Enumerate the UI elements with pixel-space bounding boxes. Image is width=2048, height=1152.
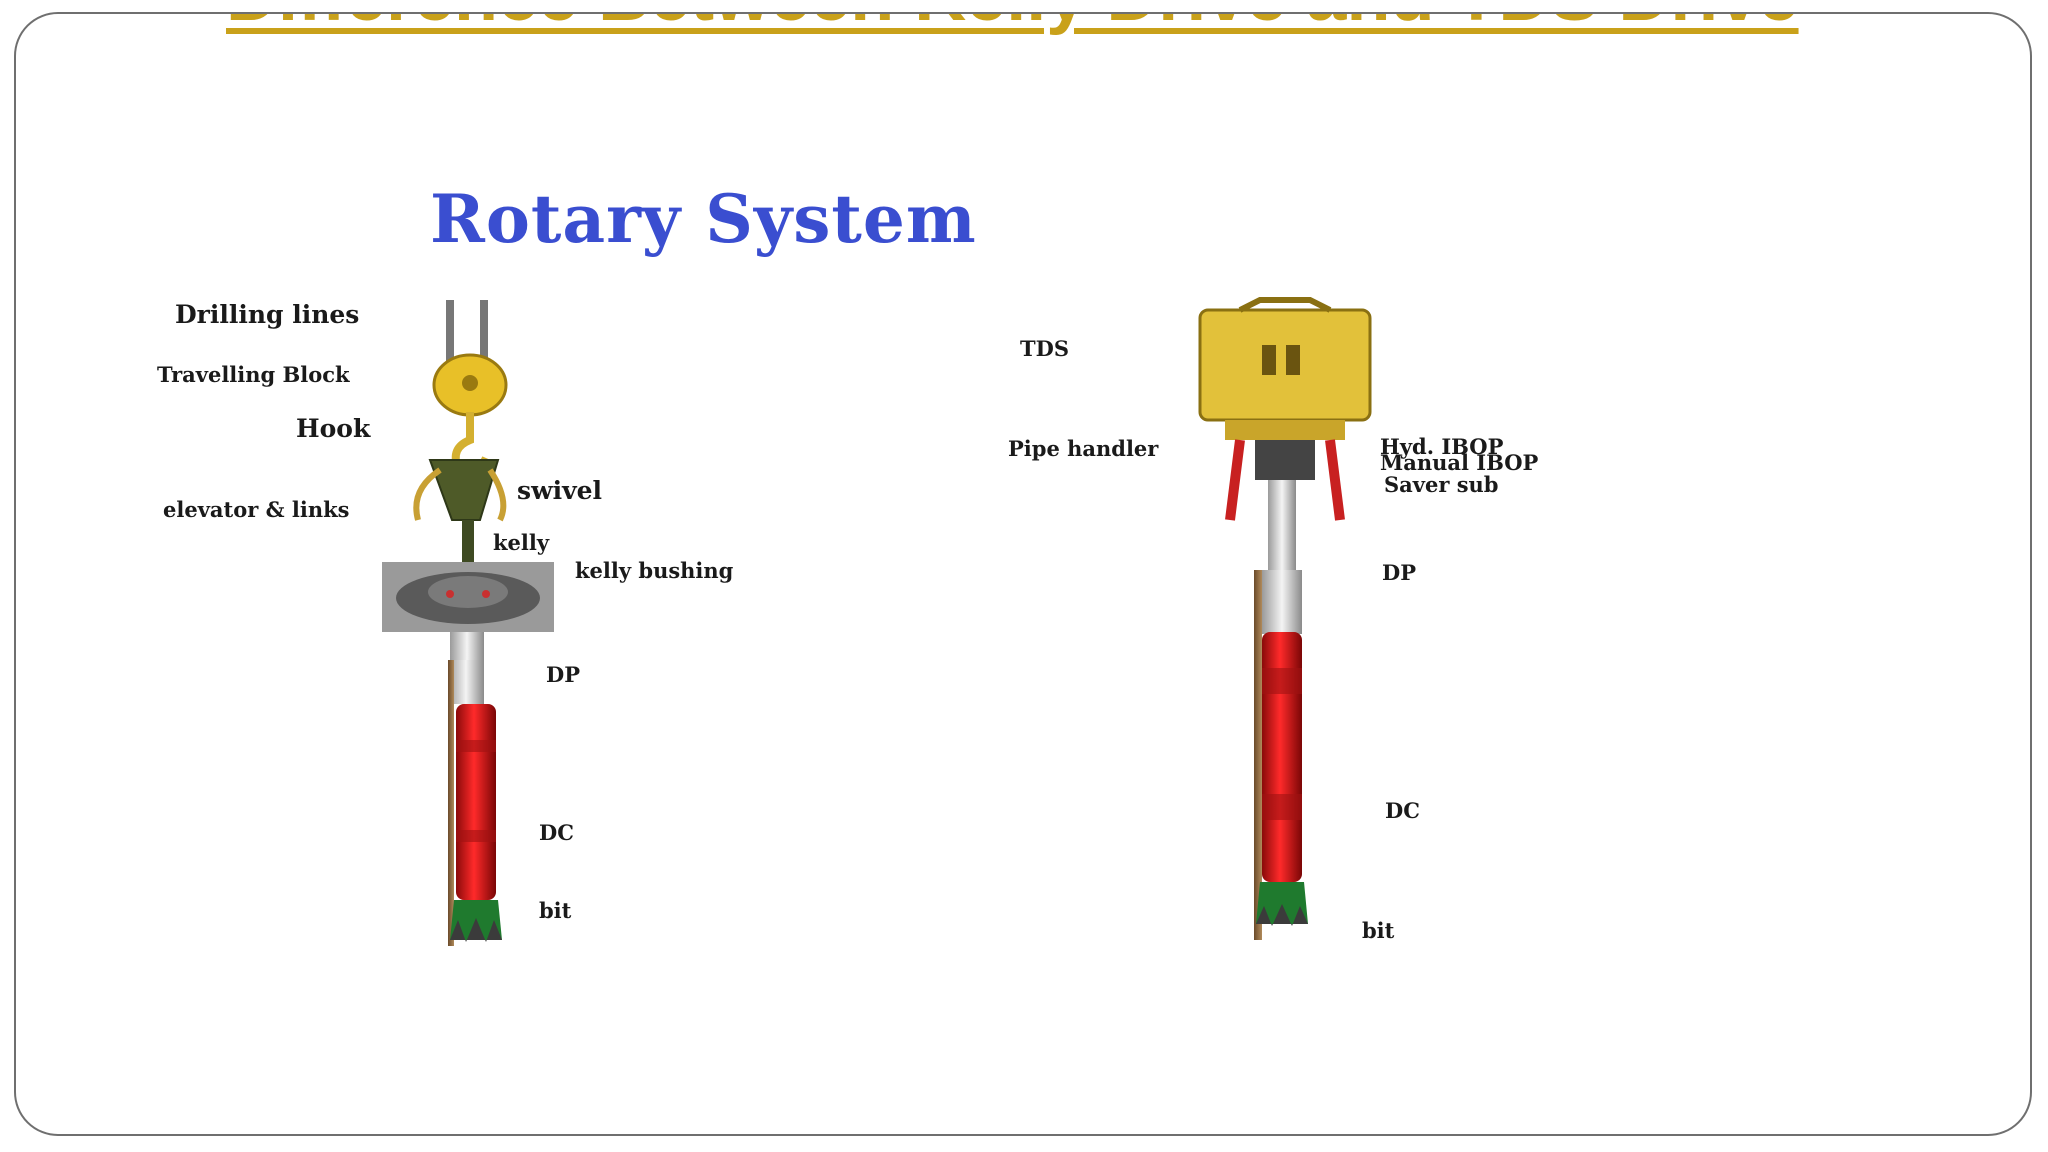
- label-tds: TDS: [1020, 336, 1070, 361]
- tds-assembly: [1198, 297, 1372, 940]
- label-hook: Hook: [296, 414, 371, 443]
- label-drilling-lines: Drilling lines: [175, 300, 360, 329]
- swivel-graphic: [413, 459, 507, 522]
- label-kelly-dc: DC: [539, 820, 574, 845]
- label-tds-bit: bit: [1362, 918, 1395, 943]
- label-pipe-handler: Pipe handler: [1008, 436, 1159, 461]
- label-manual-ibop: Manual IBOP: [1380, 450, 1539, 475]
- slide-title: Difference Between Kelly Drive and TDS D…: [226, 14, 1926, 36]
- pipe-handler-graphic: [1225, 439, 1345, 521]
- drilling-lines-graphic: [446, 300, 488, 370]
- diagram-title: Rotary System: [430, 180, 977, 258]
- label-tds-dc: DC: [1385, 798, 1420, 823]
- kelly-drive-assembly: [382, 300, 554, 946]
- label-kelly: kelly: [493, 530, 550, 555]
- label-swivel: swivel: [517, 476, 603, 505]
- kelly-graphic: [462, 520, 474, 562]
- kelly-bushing-graphic: [382, 562, 554, 632]
- top-drive-unit-graphic: [1198, 297, 1372, 440]
- label-kelly-dp: DP: [546, 662, 581, 687]
- tds-drill-string-graphic: [1254, 480, 1308, 940]
- label-elevator-links: elevator & links: [163, 497, 350, 522]
- label-hyd-ibop: Hyd. IBOP: [1380, 434, 1504, 459]
- slide-frame: Difference Between Kelly Drive and TDS D…: [14, 12, 2032, 1136]
- label-saver-sub: Saver sub: [1384, 472, 1499, 497]
- label-kelly-bushing: kelly bushing: [575, 558, 734, 583]
- kelly-drill-string-graphic: [448, 632, 502, 946]
- label-kelly-bit: bit: [539, 898, 572, 923]
- label-tds-dp: DP: [1382, 560, 1417, 585]
- label-travelling-block: Travelling Block: [157, 362, 350, 387]
- travelling-block-graphic: [432, 353, 508, 417]
